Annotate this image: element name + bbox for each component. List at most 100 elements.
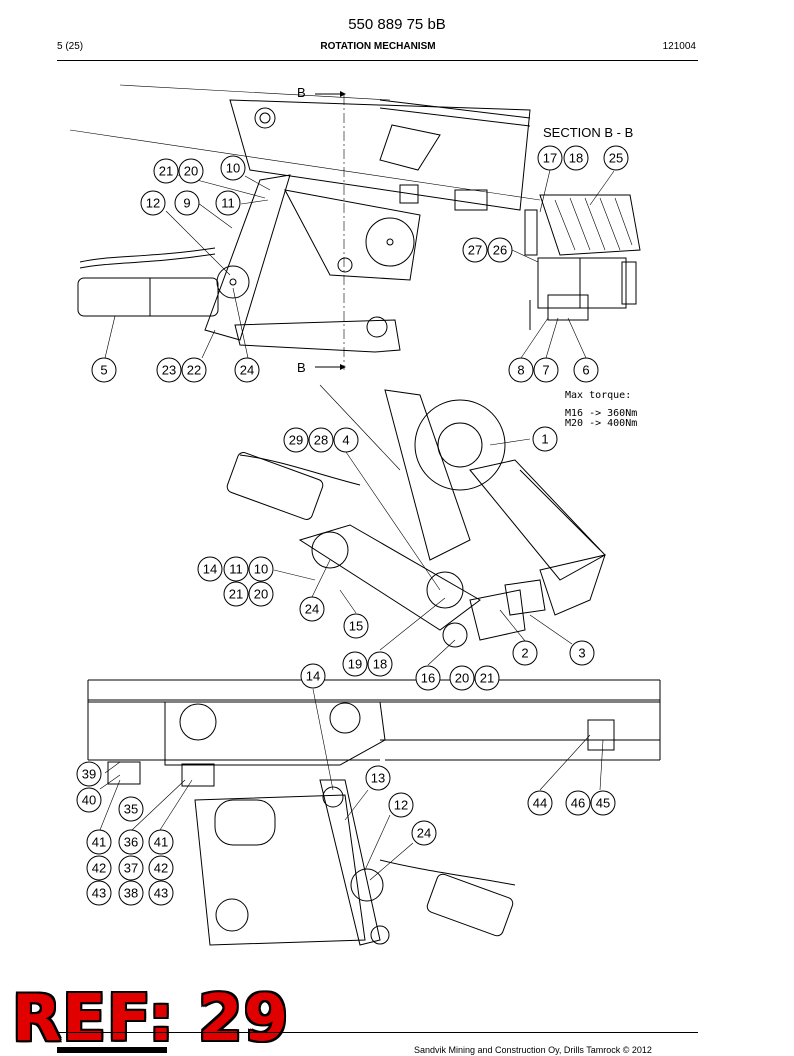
callout: 24 [234,357,260,383]
callout: 8 [508,357,534,383]
callout: 18 [367,651,393,677]
svg-text:11: 11 [229,562,243,577]
middle-assembly-linework [226,384,606,648]
svg-text:15: 15 [349,619,363,634]
svg-text:36: 36 [124,835,138,850]
svg-text:11: 11 [221,196,235,211]
callout: 13 [365,765,391,791]
svg-text:1: 1 [541,432,548,447]
callout: 14 [197,556,223,582]
callout: 44 [527,790,553,816]
callout: 11 [223,556,249,582]
svg-text:10: 10 [226,161,240,176]
svg-text:12: 12 [146,196,160,211]
svg-text:13: 13 [371,771,385,786]
section-mark-bottom: B [297,360,306,375]
svg-text:41: 41 [154,835,168,850]
callout: 25 [603,145,629,171]
callout: 24 [299,596,325,622]
max-torque-heading: Max torque: [565,390,631,401]
callout: 45 [590,790,616,816]
callout: 21 [153,158,179,184]
callout: 12 [388,792,414,818]
leader-lines [99,169,615,881]
svg-text:22: 22 [187,363,201,378]
callout: 3 [569,640,595,666]
callout: 7 [533,357,559,383]
header-rule [57,60,698,61]
svg-text:40: 40 [82,793,96,808]
page-number: 5 (25) [57,41,84,52]
svg-text:18: 18 [569,151,583,166]
ref-stamp: REF: 29 [12,982,290,1056]
svg-text:19: 19 [348,657,362,672]
svg-text:8: 8 [517,363,524,378]
svg-text:43: 43 [92,886,106,901]
callout: 27 [462,237,488,263]
svg-text:12: 12 [394,798,408,813]
section-mark-top: B [297,85,306,100]
svg-text:29: 29 [289,433,303,448]
footer-rule [57,1032,698,1033]
svg-text:3: 3 [578,646,585,661]
svg-text:20: 20 [254,587,268,602]
section-bb-linework [524,194,641,330]
callout: 41 [86,829,112,855]
callout: 23 [156,357,182,383]
callout: 6 [573,357,599,383]
callout: 2 [512,640,538,666]
callout: 1 [532,426,558,452]
callout: 19 [342,651,368,677]
callout: 26 [487,237,513,263]
callout: 21 [474,665,500,691]
callout: 15 [343,613,369,639]
callout: 9 [174,190,200,216]
svg-text:46: 46 [571,796,585,811]
callout: 42 [86,855,112,881]
svg-text:24: 24 [417,826,431,841]
svg-text:37: 37 [124,861,138,876]
svg-text:23: 23 [162,363,176,378]
svg-text:10: 10 [254,562,268,577]
callout: 10 [220,155,246,181]
callout: 29 [283,427,309,453]
top-assembly-linework [69,84,541,370]
callout: 10 [248,556,274,582]
svg-text:17: 17 [543,151,557,166]
svg-text:6: 6 [582,363,589,378]
callout: 12 [140,190,166,216]
svg-text:20: 20 [184,164,198,179]
svg-text:21: 21 [480,671,494,686]
max-torque-m16: M16 -> 360Nm [565,408,637,419]
svg-text:14: 14 [306,669,320,684]
callout: 37 [118,855,144,881]
callout: 16 [415,665,441,691]
callout: 18 [563,145,589,171]
callout: 38 [118,880,144,906]
svg-text:18: 18 [373,657,387,672]
callout: 43 [148,880,174,906]
callout: 21 [223,581,249,607]
svg-text:25: 25 [609,151,623,166]
bottom-assembly-linework [87,679,661,946]
callout: 28 [308,427,334,453]
callout: 17 [537,145,563,171]
callout: 22 [181,357,207,383]
callout: 40 [76,787,102,813]
svg-text:41: 41 [92,835,106,850]
svg-text:26: 26 [493,243,507,258]
callout: 41 [148,829,174,855]
svg-text:16: 16 [421,671,435,686]
callout: 14 [300,663,326,689]
svg-text:24: 24 [305,602,319,617]
callout: 4 [333,427,359,453]
svg-text:5: 5 [100,363,107,378]
svg-text:28: 28 [314,433,328,448]
svg-text:39: 39 [82,767,96,782]
svg-text:27: 27 [468,243,482,258]
callout: 5 [91,357,117,383]
callout: 11 [215,190,241,216]
svg-text:7: 7 [542,363,549,378]
document-code: 121004 [662,41,696,52]
